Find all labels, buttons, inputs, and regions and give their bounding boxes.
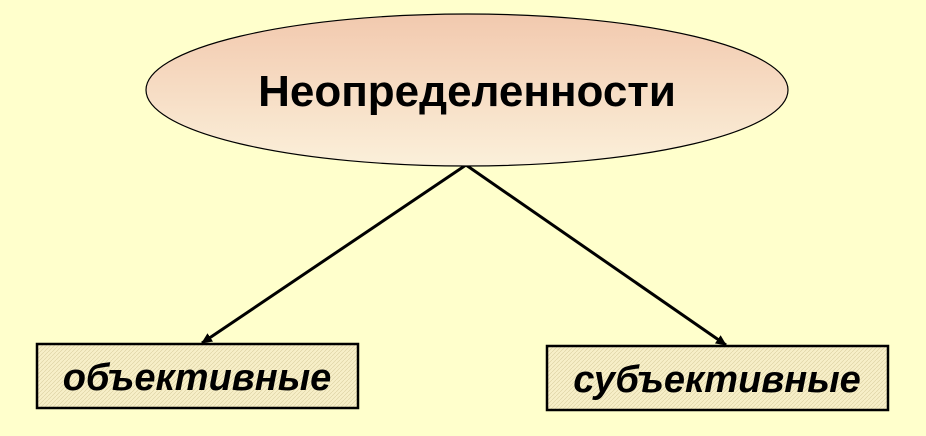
node-objective-box [35, 342, 360, 410]
connector-root-to-subjective [465, 163, 727, 347]
root-node: Неопределенности [145, 13, 789, 167]
node-subjective-label: субъективные [573, 359, 861, 401]
root-node-label: Неопределенности [258, 67, 676, 116]
node-objective: объективные [35, 342, 360, 410]
root-node-shape [145, 13, 789, 167]
node-objective-label: объективные [63, 357, 332, 399]
node-subjective-box [545, 344, 890, 412]
node-subjective: субъективные [545, 344, 890, 412]
connector-root-to-objective [201, 163, 467, 345]
